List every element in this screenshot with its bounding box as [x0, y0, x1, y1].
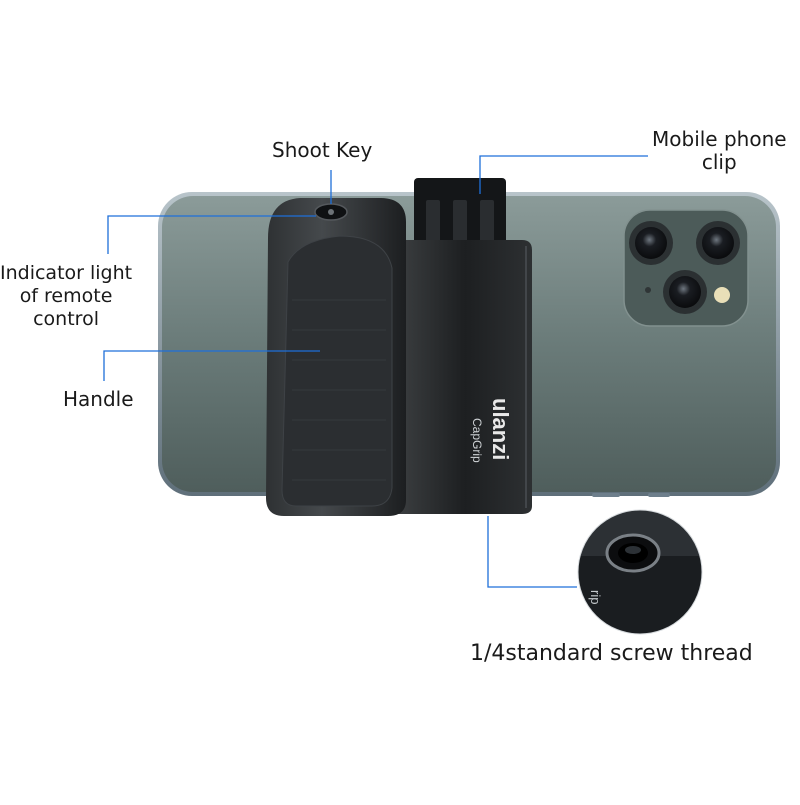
detail-model-text: rip [588, 590, 603, 605]
camera-mic [645, 287, 651, 293]
camera-lens-top-glass [635, 227, 667, 259]
clip-rib-2 [453, 200, 467, 248]
phone-button-bottom-2 [648, 493, 670, 497]
handle-texture [281, 235, 393, 507]
phone-button-bottom [592, 493, 620, 497]
camera-lens-right-glass [702, 227, 734, 259]
indicator-label-line3: control [33, 308, 99, 330]
shoot-key-label-text: Shoot Key [272, 138, 373, 162]
shoot-key-label: Shoot Key [272, 139, 372, 162]
callout-mobile-clip [479, 155, 648, 194]
grip-body [398, 240, 532, 514]
indicator-label: Indicator light of remote control [0, 262, 132, 331]
handle-label-text: Handle [63, 387, 134, 411]
indicator-label-line1: Indicator light [0, 262, 133, 284]
indicator-label-line2: of remote [19, 285, 113, 307]
screw-thread-label-text: 1/4standard screw thread [470, 641, 753, 666]
brand-logo: ulanzi [488, 398, 513, 461]
callout-handle [103, 350, 320, 381]
indicator-light [328, 209, 334, 215]
camera-flash [714, 287, 730, 303]
mobile-clip-label: Mobile phone clip [652, 128, 787, 174]
clip-rib-1 [426, 200, 440, 248]
callout-screw [487, 516, 577, 588]
handle-label: Handle [63, 388, 134, 411]
screw-thread-detail [577, 509, 703, 635]
mobile-clip-label-line1: Mobile phone [652, 127, 787, 151]
clip-rib-3 [480, 200, 494, 248]
camera-lens-bottom-glass [669, 276, 701, 308]
handle-grain [292, 299, 386, 481]
callout-lines [103, 155, 648, 588]
mobile-clip-label-line2: clip [701, 150, 737, 174]
callout-indicator [107, 215, 316, 254]
model-name: CapGrip [470, 418, 484, 463]
screw-thread-label: 1/4standard screw thread [470, 642, 753, 665]
